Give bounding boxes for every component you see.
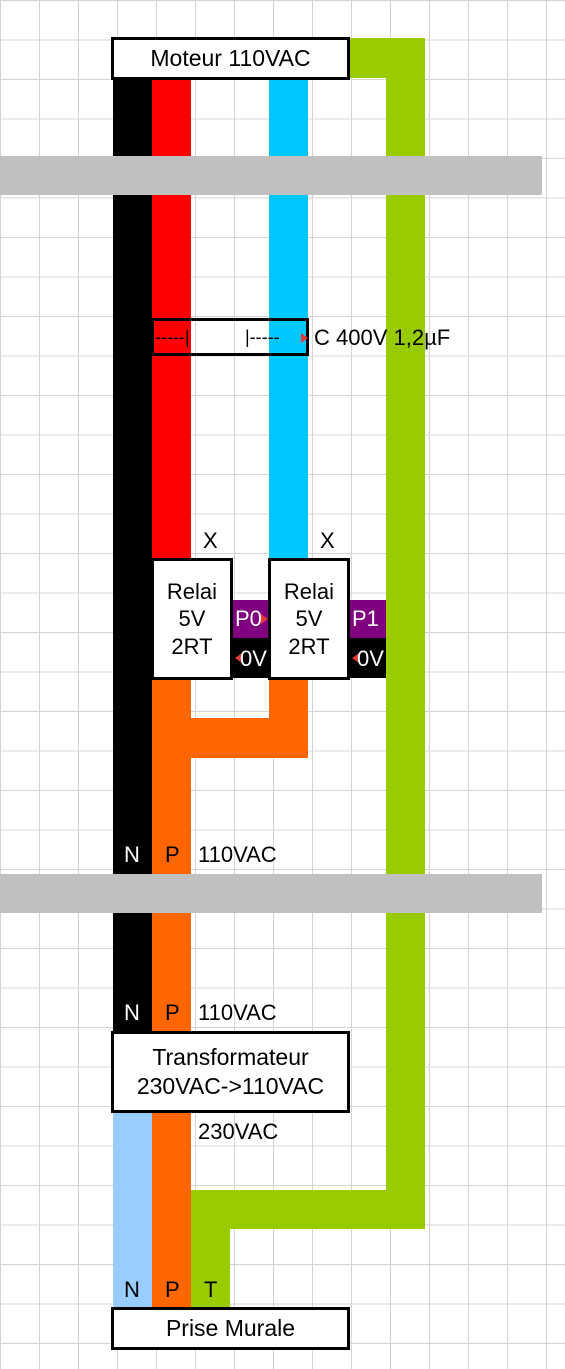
lower-p-label: P bbox=[165, 1000, 180, 1025]
transformer-line1: Transformateur bbox=[152, 1044, 309, 1071]
wall-socket-box: Prise Murale bbox=[111, 1307, 350, 1350]
earth-wire-vertical bbox=[386, 38, 425, 1229]
relay1-x-mark: X bbox=[203, 528, 218, 553]
capacitor-arrow-icon bbox=[301, 333, 308, 343]
relay2-pin-p-pad: P1 bbox=[350, 600, 386, 638]
lower-voltage-label: 110VAC bbox=[198, 1000, 277, 1025]
neutral-230-wire bbox=[113, 1110, 152, 1308]
wall-p-label: P bbox=[165, 1277, 180, 1302]
relay1-box: Relai 5V 2RT bbox=[151, 558, 233, 680]
relay2-x-mark: X bbox=[320, 528, 335, 553]
orange-phase-right bbox=[269, 678, 308, 758]
motor-box: Moteur 110VAC bbox=[111, 37, 350, 80]
earth-wire-bottom bbox=[191, 1190, 425, 1229]
relay1-pin-0v-arrow-icon bbox=[235, 653, 242, 663]
capacitor-label: C 400V 1,2µF bbox=[314, 325, 451, 350]
relay1-pin-0v-pad: 0V bbox=[233, 638, 269, 678]
relay1-pin-0v: 0V bbox=[240, 646, 267, 671]
transformer-box: Transformateur 230VAC->110VAC bbox=[111, 1031, 350, 1113]
relay2-box: Relai 5V 2RT bbox=[268, 558, 350, 680]
relay2-pin-p: P1 bbox=[352, 606, 379, 631]
earth-wire-down bbox=[191, 1190, 230, 1308]
relay2-pin-0v-pad: 0V bbox=[350, 638, 386, 678]
separator-top bbox=[0, 156, 542, 195]
relay1-pin-p-pad: P0 bbox=[233, 600, 269, 638]
capacitor-right-symbol: |----- bbox=[245, 327, 280, 347]
relay1-pin-p: P0 bbox=[235, 606, 262, 631]
relay2-pin-0v-arrow-icon bbox=[352, 653, 359, 663]
upper-n-label: N bbox=[124, 842, 140, 867]
wall-t-label: T bbox=[204, 1277, 218, 1302]
capacitor-left-symbol: -----| bbox=[155, 327, 190, 347]
motor-label: Moteur 110VAC bbox=[150, 45, 311, 72]
transformer-line2: 230VAC->110VAC bbox=[136, 1073, 325, 1099]
wall-socket-label: Prise Murale bbox=[165, 1315, 296, 1342]
upper-p-label: P bbox=[165, 842, 180, 867]
neutral-wire bbox=[113, 78, 152, 1033]
separator-middle bbox=[0, 874, 542, 913]
relay2-pin-0v: 0V bbox=[357, 646, 384, 671]
wall-n-label: N bbox=[124, 1277, 140, 1302]
upper-voltage-label: 110VAC bbox=[198, 842, 277, 867]
lower-n-label: N bbox=[124, 1000, 140, 1025]
orange-phase-lower bbox=[152, 1110, 191, 1308]
input-voltage-label: 230VAC bbox=[198, 1119, 279, 1144]
relay1-pin-p-arrow-icon bbox=[261, 614, 268, 624]
